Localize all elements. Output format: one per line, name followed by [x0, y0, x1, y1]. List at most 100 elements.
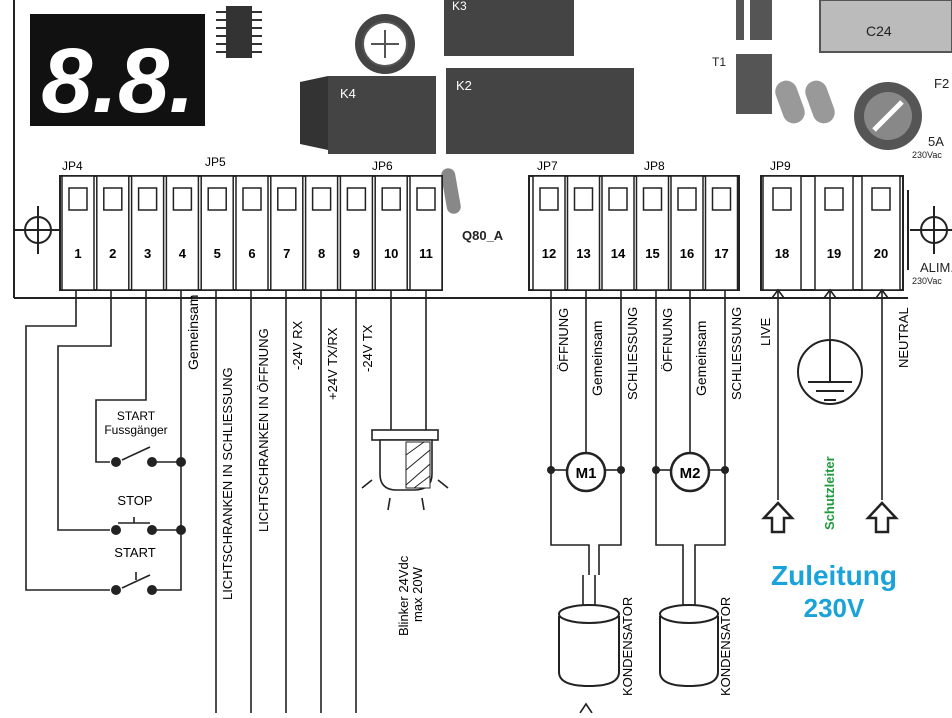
terminal-6: 6: [235, 175, 269, 291]
terminal-15: 15: [635, 175, 670, 291]
terminal-17: 17: [704, 175, 739, 291]
fuse-rating: 5A: [928, 134, 944, 149]
label-t16: Gemeinsam: [693, 321, 709, 396]
earth-label: Schutzleiter: [822, 456, 837, 530]
label-t17: SCHLIESSUNG: [729, 307, 744, 400]
capacitor-c24: C24: [819, 0, 952, 53]
header-jp8: JP8: [644, 159, 665, 173]
mounting-hole-left: [14, 206, 62, 254]
header-jp9: JP9: [770, 159, 791, 173]
blinker-lamp: Blinker 24Vdc max 20W: [361, 429, 449, 636]
f2-label: F2: [934, 76, 949, 91]
terminal-number: 20: [874, 246, 888, 261]
terminal-number: 13: [576, 246, 590, 261]
board-outline: [13, 0, 909, 299]
terminal-number: 7: [283, 246, 290, 261]
mounting-hole-right: [910, 206, 952, 254]
terminal-13: 13: [566, 175, 601, 291]
label-t14: SCHLIESSUNG: [625, 307, 640, 400]
terminal-9: 9: [339, 175, 374, 291]
relay-k3: K3: [444, 0, 574, 56]
label-t18: LIVE: [758, 317, 773, 346]
switch-start-ped-line2: Fussgänger: [104, 423, 167, 437]
terminal-number: 10: [384, 246, 398, 261]
terminal-number: 11: [419, 246, 433, 261]
ic-chip: [216, 6, 262, 58]
terminal-7: 7: [270, 175, 304, 291]
capacitor-2-label: KONDENSATOR: [718, 597, 733, 696]
header-jp4: JP4: [62, 159, 83, 173]
switch-stop-label: STOP: [117, 493, 152, 508]
fuse-f2: F2: [854, 76, 949, 150]
terminal-20: 20: [861, 175, 901, 291]
blinker-line2: max 20W: [410, 566, 425, 622]
terminal-11: 11: [409, 175, 443, 291]
label-t7: -24V RX: [290, 321, 305, 370]
switch-stop: STOP: [111, 493, 186, 535]
supply-label-line2: 230V: [804, 593, 865, 623]
round-component: [355, 14, 415, 74]
supply-arrow-neutral: [865, 501, 899, 534]
earth-ground-symbol: [797, 339, 863, 405]
motor-m1-label: M1: [576, 465, 597, 482]
terminal-number: 14: [611, 246, 626, 261]
relay-k4: K4: [300, 76, 436, 154]
alim-voltage: 230Vac: [912, 276, 942, 286]
label-t13: Gemeinsam: [589, 321, 605, 396]
c24-label: C24: [866, 23, 892, 39]
terminal-14: 14: [601, 175, 635, 291]
header-jp7: JP7: [537, 159, 558, 173]
terminal-number: 8: [318, 246, 325, 261]
motor-m1: M1: [565, 451, 607, 493]
terminal-18: 18: [762, 175, 802, 291]
terminal-8: 8: [304, 175, 339, 291]
header-jp5: JP5: [205, 155, 226, 169]
terminal-5: 5: [200, 175, 234, 291]
terminal-10: 10: [374, 175, 408, 291]
k4-label: K4: [340, 86, 356, 101]
k2-label: K2: [456, 78, 472, 93]
t1-label: T1: [712, 55, 726, 69]
label-t5: LICHTSCHRANKEN IN SCHLIESSUNG: [220, 367, 235, 600]
terminal-number: 15: [645, 246, 659, 261]
label-t6: LICHTSCHRANKEN IN ÖFFNUNG: [256, 328, 271, 532]
terminal-2: 2: [96, 175, 130, 291]
terminal-3: 3: [130, 175, 165, 291]
terminal-number: 12: [542, 246, 556, 261]
capacitor-1-label: KONDENSATOR: [620, 597, 635, 696]
terminal-12: 12: [532, 175, 566, 291]
terminal-number: 2: [109, 246, 116, 261]
terminal-4: 4: [165, 175, 200, 291]
display-digits: 8.8.: [41, 30, 194, 132]
label-t20: NEUTRAL: [896, 307, 911, 368]
q80-component: Q80_A: [441, 168, 504, 243]
label-t9: -24V TX: [360, 324, 375, 372]
supply-arrow-live: [761, 501, 795, 534]
motor-m2-label: M2: [680, 465, 701, 482]
terminal-number: 4: [179, 246, 187, 261]
switch-start-pedestrian: START Fussgänger: [104, 409, 186, 467]
terminal-number: 1: [74, 246, 81, 261]
terminal-number: 16: [680, 246, 694, 261]
relay-k2: K2: [446, 68, 634, 154]
label-t12: ÖFFNUNG: [556, 308, 571, 372]
motor-m2: M2: [669, 451, 711, 493]
junction-dots: [547, 466, 729, 474]
label-t8: +24V TX/RX: [325, 327, 340, 400]
label-t15: ÖFFNUNG: [660, 308, 675, 372]
q80-label: Q80_A: [462, 228, 504, 243]
terminal-number: 9: [353, 246, 360, 261]
k3-label: K3: [452, 0, 467, 13]
switch-start: START: [111, 545, 157, 595]
alim-label: ALIM.: [920, 260, 952, 275]
terminal-number: 5: [214, 246, 221, 261]
terminal-1: 1: [61, 175, 95, 291]
seven-segment-display: 8.8.: [30, 14, 205, 132]
blinker-line1: Blinker 24Vdc: [396, 555, 411, 636]
wires: [25, 290, 883, 713]
oval-components: [775, 80, 835, 124]
transformer-t1: T1: [712, 0, 772, 114]
supply-label-line1: Zuleitung: [771, 560, 897, 591]
switch-start-label: START: [114, 545, 155, 560]
